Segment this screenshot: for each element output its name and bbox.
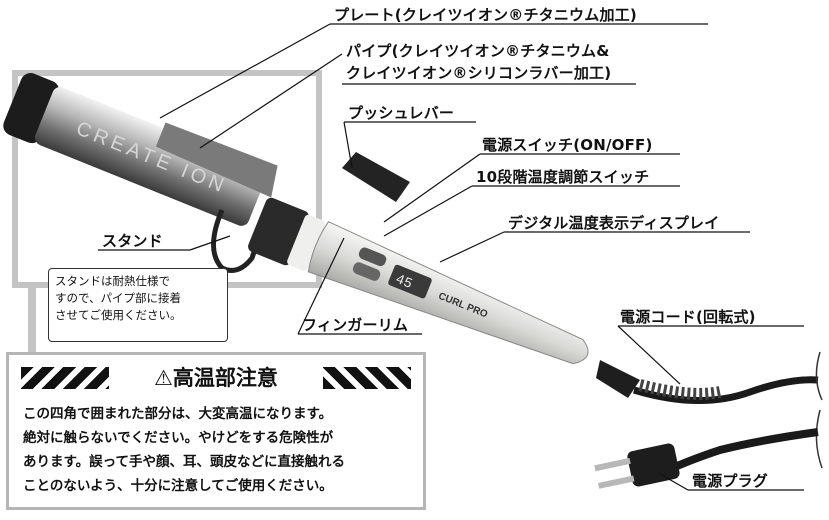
label-pipe-line2: クレイツイオン®シリコンラバー加工)	[346, 64, 612, 82]
cord-base	[596, 360, 640, 398]
leader-lines	[159, 23, 689, 491]
power-plug-shape	[594, 443, 680, 489]
barrel-plate	[155, 122, 278, 198]
cord-break-mark-2	[815, 409, 823, 469]
barrel-pipe	[34, 87, 267, 226]
stand-note: スタンドは耐熱仕様で すので、パイプ部に接着 させてご使用ください。	[48, 268, 228, 342]
label-power-cord: 電源コード(回転式)	[620, 308, 756, 326]
label-pipe-line1: パイプ(クレイツイオン®チタニウム&	[346, 42, 610, 60]
stand-note-line: すので、パイプ部に接着	[55, 291, 182, 305]
cord-sleeve	[638, 379, 722, 400]
display-value: 45	[393, 272, 415, 293]
warning-text-line: この四角で囲まれた部分は、大変高温になります。	[23, 406, 333, 422]
warning-text-line: あります。誤って手や顔、耳、頭皮などに直接触れる	[23, 454, 345, 470]
label-stand: スタンド	[102, 232, 163, 250]
label-digital-display: デジタル温度表示ディスプレイ	[508, 214, 720, 232]
label-push-lever: プッシュレバー	[348, 104, 455, 122]
push-lever-shape	[342, 152, 410, 202]
warning-stripes-right	[323, 367, 411, 389]
power-cord-line	[632, 376, 819, 405]
temp-switch-shape	[352, 262, 381, 281]
label-underlines	[98, 23, 804, 491]
hot-area-connector	[28, 286, 36, 356]
stand-note-line: スタンドは耐熱仕様で	[55, 274, 170, 288]
stand-note-line: させてご使用ください。	[55, 308, 182, 322]
power-switch-shape	[358, 247, 387, 267]
warning-text-line: ことのないよう、十分に注意してご使用ください。	[23, 478, 333, 494]
plug-cord-line	[666, 428, 819, 474]
finger-rim-shape	[287, 214, 326, 271]
label-power-plug: 電源プラグ	[692, 472, 769, 490]
label-plate: プレート(クレイツイオン®チタニウム加工)	[334, 6, 637, 24]
warning-stripes-left	[21, 367, 109, 389]
label-temp-switch: 10段階温度調節スイッチ	[476, 168, 650, 186]
high-temperature-warning: ⚠高温部注意 この四角で囲まれた部分は、大変高温になります。 絶対に触らないでく…	[6, 352, 426, 510]
label-finger-rim: フィンガーリム	[302, 316, 409, 334]
warning-title: ⚠高温部注意	[154, 366, 278, 390]
label-power-switch: 電源スイッチ(ON/OFF)	[482, 136, 653, 154]
display-shape	[388, 264, 432, 299]
cord-break-mark-1	[815, 351, 823, 401]
warning-text-line: 絶対に触らないでください。やけどをする危険性が	[23, 430, 334, 446]
